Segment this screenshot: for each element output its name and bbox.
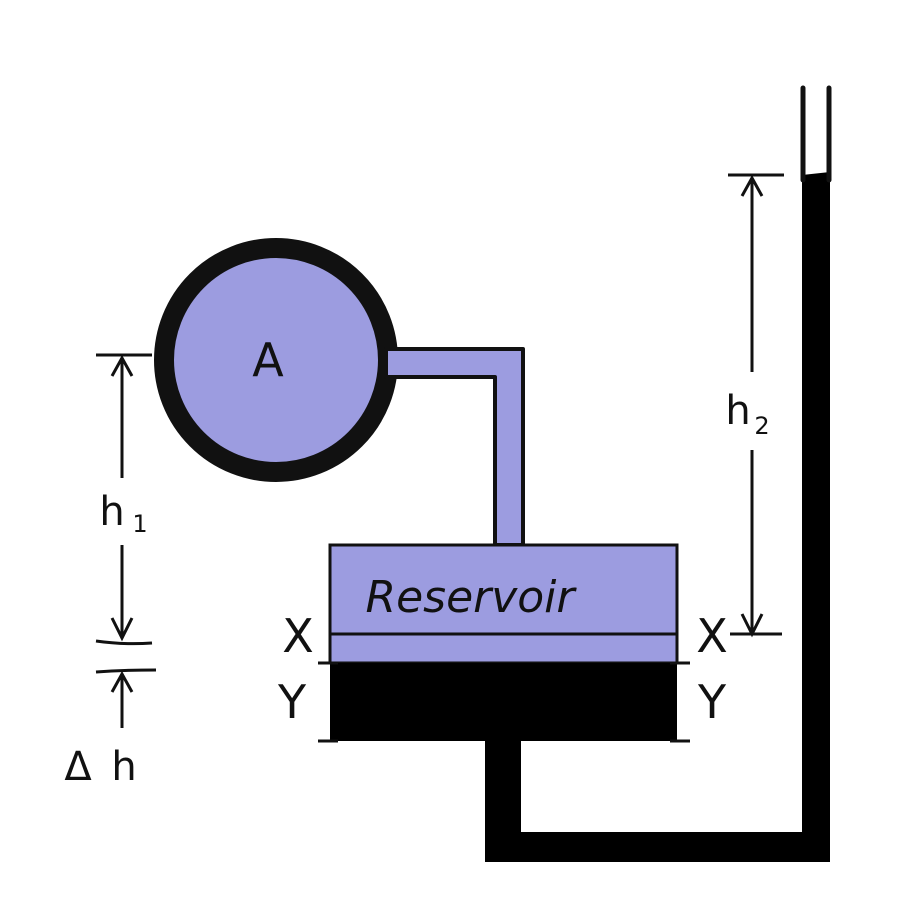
h2-dimension	[728, 173, 784, 638]
h2-subscript: 2	[754, 412, 769, 440]
reservoir-label: Reservoir	[366, 572, 578, 623]
h1-dimension	[95, 353, 153, 646]
y-label-left: Y	[277, 675, 307, 729]
y-label-right: Y	[697, 675, 727, 729]
manometer-tube-fluid	[485, 172, 830, 862]
dh-delta-label: Δ	[64, 744, 92, 790]
h1-label: h	[99, 489, 124, 535]
vessel-a-label: A	[252, 333, 284, 387]
x-label-right: X	[696, 609, 728, 663]
x-label-left: X	[282, 609, 314, 663]
connecting-pipe	[384, 347, 525, 547]
h1-subscript: 1	[132, 510, 147, 538]
reservoir-light-fluid	[328, 543, 679, 665]
dh-h-label: h	[111, 744, 136, 790]
h2-label: h	[725, 388, 750, 434]
dh-dimension	[95, 668, 157, 728]
reservoir-dark-fluid	[330, 663, 677, 741]
